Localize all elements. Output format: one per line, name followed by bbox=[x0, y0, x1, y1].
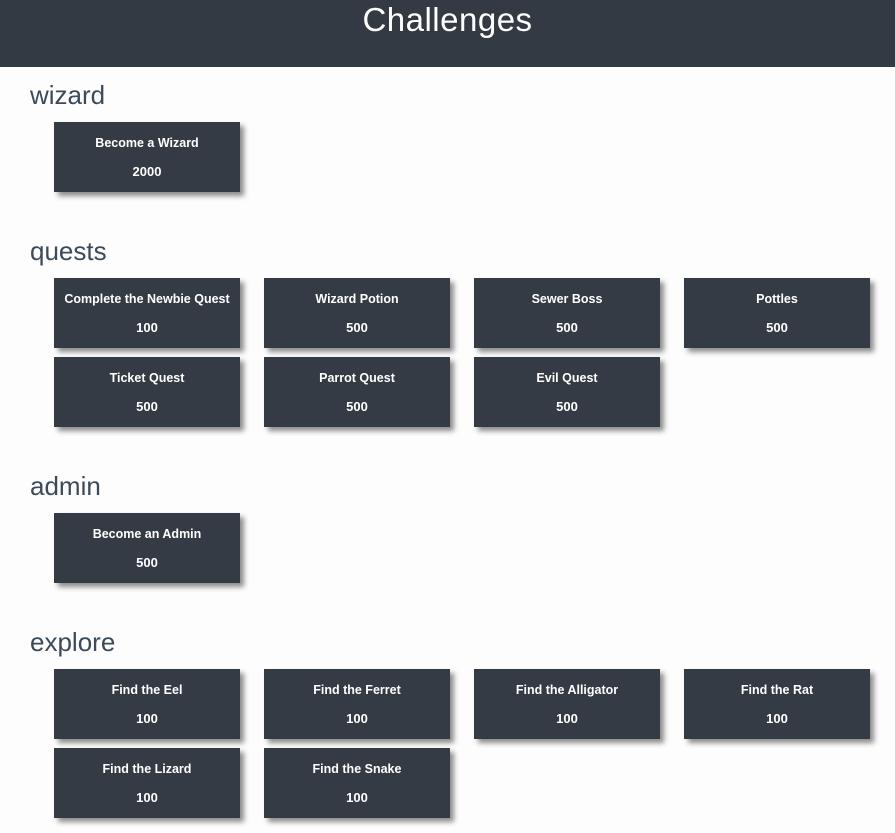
challenge-card[interactable]: Wizard Potion 500 bbox=[264, 278, 450, 348]
page-title: Challenges bbox=[362, 1, 533, 38]
challenge-title: Evil Quest bbox=[536, 370, 598, 385]
challenge-title: Find the Lizard bbox=[102, 761, 192, 776]
challenge-points: 500 bbox=[346, 398, 368, 414]
challenges-list: wizard Become a Wizard 2000 quests Compl… bbox=[0, 80, 895, 818]
challenge-card[interactable]: Pottles 500 bbox=[684, 278, 870, 348]
challenge-card[interactable]: Become a Wizard 2000 bbox=[54, 122, 240, 192]
challenge-points: 500 bbox=[136, 554, 158, 570]
challenge-title: Find the Eel bbox=[111, 682, 183, 697]
challenge-points: 500 bbox=[556, 319, 578, 335]
challenge-title: Parrot Quest bbox=[319, 370, 395, 385]
challenge-card[interactable]: Complete the Newbie Quest 100 bbox=[54, 278, 240, 348]
category-section: quests Complete the Newbie Quest 100 Wiz… bbox=[30, 236, 870, 427]
header-bar: Challenges bbox=[0, 0, 895, 67]
category-section: wizard Become a Wizard 2000 bbox=[30, 80, 870, 192]
challenge-card[interactable]: Find the Rat 100 bbox=[684, 669, 870, 739]
challenge-points: 100 bbox=[556, 710, 578, 726]
challenge-card[interactable]: Find the Ferret 100 bbox=[264, 669, 450, 739]
category-heading: wizard bbox=[30, 80, 106, 110]
challenge-card[interactable]: Evil Quest 500 bbox=[474, 357, 660, 427]
challenge-card[interactable]: Parrot Quest 500 bbox=[264, 357, 450, 427]
category-heading: explore bbox=[30, 627, 116, 657]
challenge-points: 500 bbox=[766, 319, 788, 335]
challenge-title: Find the Alligator bbox=[515, 682, 619, 697]
challenge-points: 500 bbox=[556, 398, 578, 414]
challenge-points: 100 bbox=[136, 710, 158, 726]
challenge-points: 100 bbox=[136, 789, 158, 805]
challenge-card[interactable]: Ticket Quest 500 bbox=[54, 357, 240, 427]
category-section: explore Find the Eel 100 Find the Ferret… bbox=[30, 627, 870, 818]
challenge-card[interactable]: Find the Eel 100 bbox=[54, 669, 240, 739]
challenge-title: Find the Rat bbox=[740, 682, 814, 697]
challenge-card[interactable]: Become an Admin 500 bbox=[54, 513, 240, 583]
challenge-grid: Become a Wizard 2000 bbox=[30, 122, 870, 192]
challenge-title: Pottles bbox=[756, 291, 798, 306]
challenge-title: Sewer Boss bbox=[531, 291, 603, 306]
category-heading: admin bbox=[30, 471, 101, 501]
challenge-points: 100 bbox=[346, 710, 368, 726]
challenge-points: 500 bbox=[136, 398, 158, 414]
challenge-card[interactable]: Find the Alligator 100 bbox=[474, 669, 660, 739]
challenge-grid: Become an Admin 500 bbox=[30, 513, 870, 583]
challenge-title: Find the Snake bbox=[312, 761, 402, 776]
challenge-title: Become a Wizard bbox=[95, 135, 199, 150]
challenge-points: 100 bbox=[766, 710, 788, 726]
challenge-points: 2000 bbox=[132, 163, 162, 179]
challenge-title: Ticket Quest bbox=[109, 370, 185, 385]
challenge-card[interactable]: Find the Snake 100 bbox=[264, 748, 450, 818]
challenge-title: Become an Admin bbox=[92, 526, 202, 541]
challenge-grid: Complete the Newbie Quest 100 Wizard Pot… bbox=[30, 278, 870, 427]
category-section: admin Become an Admin 500 bbox=[30, 471, 870, 583]
category-heading: quests bbox=[30, 236, 107, 266]
challenge-grid: Find the Eel 100 Find the Ferret 100 Fin… bbox=[30, 669, 870, 818]
challenge-title: Wizard Potion bbox=[315, 291, 399, 306]
challenge-title: Find the Ferret bbox=[313, 682, 401, 697]
challenge-card[interactable]: Find the Lizard 100 bbox=[54, 748, 240, 818]
challenge-card[interactable]: Sewer Boss 500 bbox=[474, 278, 660, 348]
challenge-points: 100 bbox=[346, 789, 368, 805]
challenge-points: 100 bbox=[136, 319, 158, 335]
challenge-points: 500 bbox=[346, 319, 368, 335]
challenge-title: Complete the Newbie Quest bbox=[64, 291, 230, 306]
